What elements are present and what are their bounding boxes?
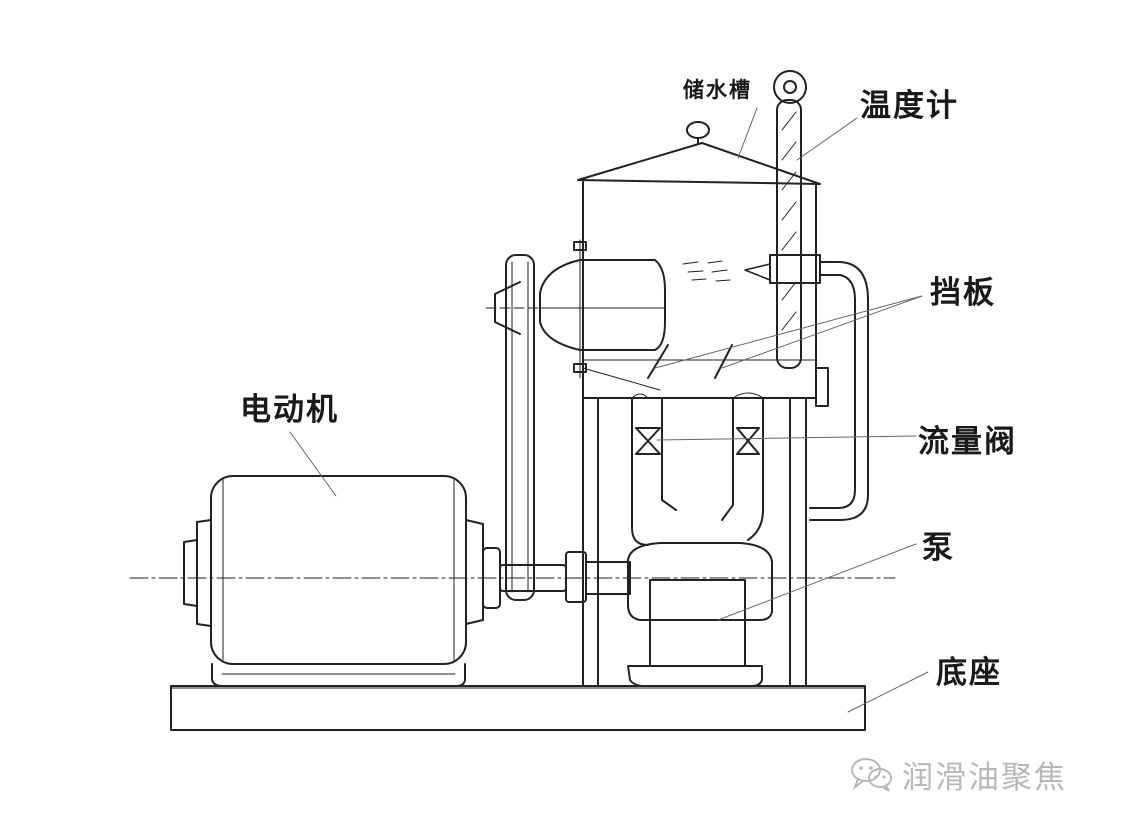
return-pipe bbox=[809, 261, 869, 521]
electric-motor bbox=[183, 475, 501, 687]
label-baffle: 挡板 bbox=[930, 275, 996, 311]
flow-valve-left bbox=[635, 427, 661, 455]
label-motor: 电动机 bbox=[240, 392, 339, 428]
label-flow-valve: 流量阀 bbox=[918, 424, 1017, 460]
frame-posts bbox=[582, 397, 807, 687]
label-base: 底座 bbox=[936, 655, 1002, 691]
pump bbox=[627, 542, 773, 687]
base-plate bbox=[170, 685, 866, 731]
pump-pipes bbox=[631, 392, 764, 546]
belt-drive bbox=[485, 254, 576, 601]
flow-valve-right bbox=[736, 427, 760, 455]
label-thermometer: 温度计 bbox=[860, 88, 959, 124]
water-tank bbox=[577, 121, 821, 399]
leader-lines bbox=[289, 107, 929, 713]
label-pump: 泵 bbox=[922, 530, 955, 566]
watermark: 润滑油聚焦 bbox=[850, 752, 1067, 796]
thermometer bbox=[769, 70, 821, 369]
wechat-icon bbox=[851, 758, 892, 792]
watermark-text: 润滑油聚焦 bbox=[902, 759, 1067, 796]
label-water-tank: 储水槽 bbox=[683, 78, 752, 102]
drive-shaft bbox=[499, 551, 631, 603]
test-cup bbox=[539, 239, 666, 379]
